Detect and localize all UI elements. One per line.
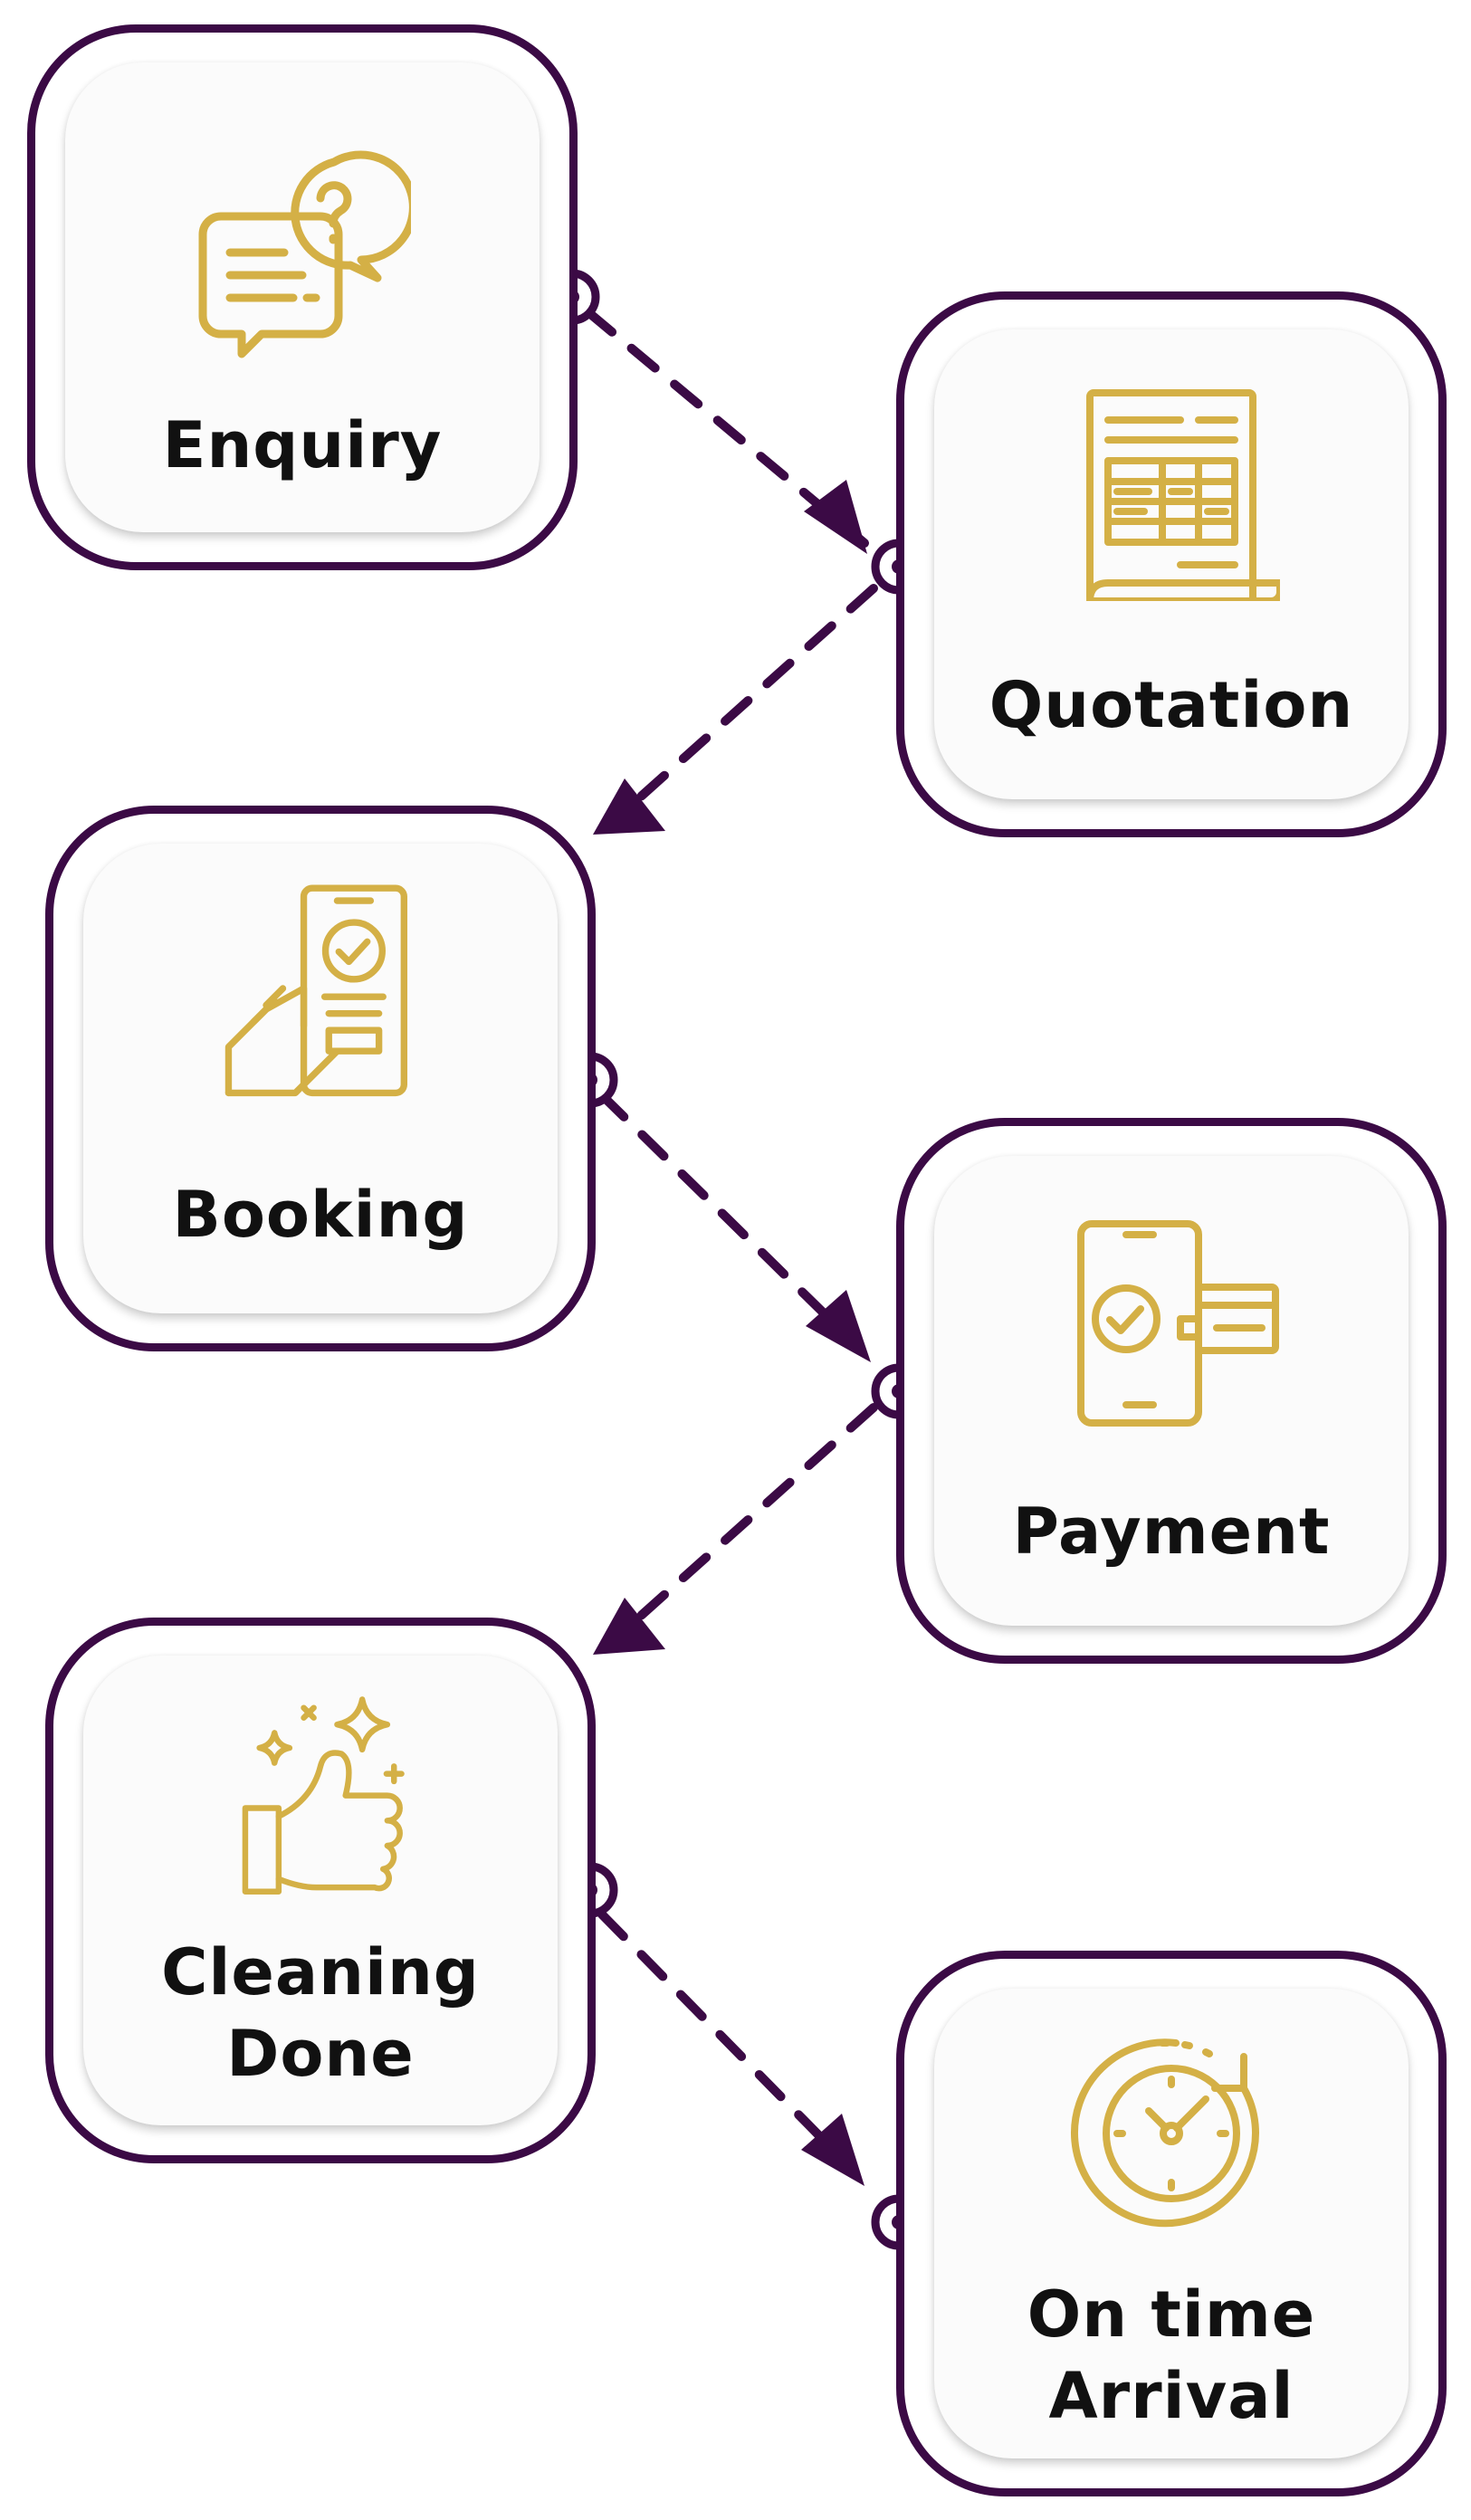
step-card: On time Arrival [934,1989,1409,2458]
phone-card-payment-icon [1063,1215,1280,1432]
arrow-booking-to-payment [597,1091,871,1362]
step-label: Enquiry [162,408,443,482]
step-label: Cleaning Done [161,1935,480,2091]
step-card: Quotation [934,329,1409,799]
step-cleaning-done: Cleaning Done [45,1618,596,2163]
step-card: Payment [934,1156,1409,1626]
step-quotation: Quotation [896,291,1447,837]
step-label: Booking [172,1178,469,1252]
step-label: On time Arrival [1027,2277,1316,2433]
step-booking: Booking [45,806,596,1351]
arrow-enquiry-to-quotation [584,308,869,554]
arrow-payment-to-cleaning [593,1403,878,1655]
step-card: Booking [83,844,558,1313]
arrow-quotation-to-booking [593,584,878,835]
step-enquiry: Enquiry [27,24,578,570]
question-chat-icon [194,144,411,361]
step-card: Cleaning Done [83,1656,558,2125]
clock-icon [1063,2025,1280,2242]
step-card: Enquiry [65,62,540,532]
step-payment: Payment [896,1118,1447,1664]
step-label: Quotation [989,668,1354,742]
phone-booking-icon [212,880,429,1097]
arrow-cleaning-to-arrival [597,1910,864,2186]
step-label: Payment [1012,1494,1331,1569]
step-on-time-arrival: On time Arrival [896,1951,1447,2496]
thumbs-up-sparkle-icon [212,1683,429,1900]
invoice-icon [1063,384,1280,601]
